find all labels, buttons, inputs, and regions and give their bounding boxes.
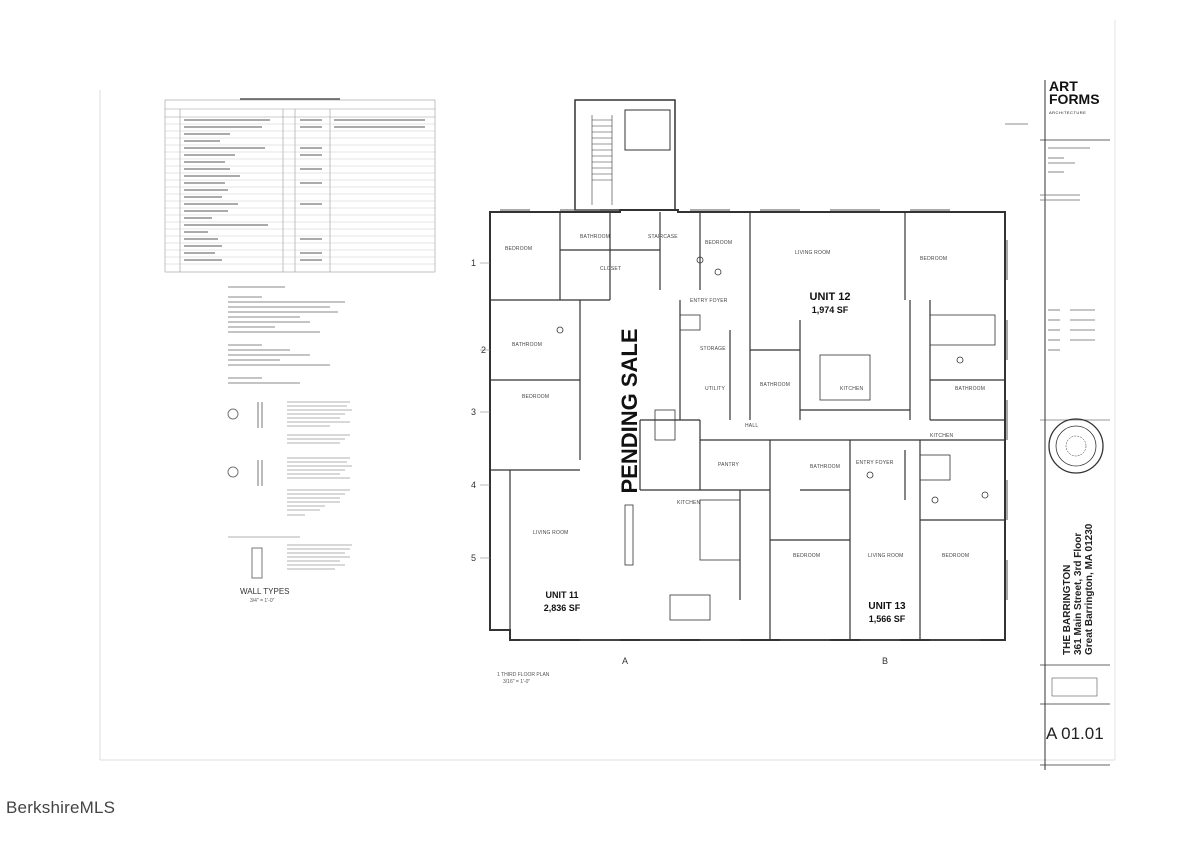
room-label: HALL: [745, 423, 759, 429]
room-label: BEDROOM: [522, 394, 550, 400]
grid-row-label: 1: [471, 258, 477, 268]
room-label: BEDROOM: [920, 256, 948, 262]
unit-13-label: UNIT 13 1,566 SF: [857, 600, 917, 626]
door-schedule-table: [164, 98, 436, 273]
plan-scale: 3/16" = 1'-0": [503, 679, 531, 685]
title-block-frame: [1040, 80, 1110, 770]
mls-watermark: BerkshireMLS: [6, 798, 116, 817]
room-label: ENTRY FOYER: [690, 298, 728, 304]
grid-row-label: 5: [471, 553, 477, 563]
room-label: KITCHEN: [677, 500, 701, 506]
room-label: LIVING ROOM: [795, 250, 831, 256]
room-label: UTILITY: [705, 386, 726, 392]
room-label: BEDROOM: [793, 553, 821, 559]
room-label: BATHROOM: [810, 464, 841, 470]
grid-row-label: 4: [471, 480, 477, 490]
room-label: STORAGE: [700, 346, 726, 352]
room-label: BATHROOM: [512, 342, 543, 348]
unit-11-label: UNIT 11 2,836 SF: [532, 589, 592, 615]
unit-name: UNIT 13: [868, 601, 906, 612]
room-label: BEDROOM: [942, 553, 970, 559]
project-title-block: THE BARRINGTON 361 Main Street, 3rd Floo…: [1062, 523, 1095, 655]
window-marks: [500, 209, 1008, 641]
room-label: KITCHEN: [840, 386, 864, 392]
grid-col-label: A: [622, 656, 629, 666]
room-label: PANTRY: [718, 462, 740, 468]
unit-12-label: UNIT 12 1,974 SF: [800, 291, 860, 317]
grid-row-label: 3: [471, 407, 477, 417]
room-label: CLOSET: [600, 266, 622, 272]
room-label: BEDROOM: [505, 246, 533, 252]
room-label: LIVING ROOM: [533, 530, 569, 536]
grid-col-label: B: [882, 656, 889, 666]
wall-type-details: [227, 402, 263, 579]
room-label: BEDROOM: [705, 240, 733, 246]
firm-subtitle: ARCHITECTURE: [1049, 110, 1087, 115]
building-walls: [489, 99, 1006, 641]
room-label: LIVING ROOM: [868, 553, 904, 559]
room-label: BATHROOM: [955, 386, 986, 392]
wall-types-scale: 3/4" = 1'-0": [250, 598, 275, 604]
room-label: ENTRY FOYER: [856, 460, 894, 466]
room-label: STAIRCASE: [648, 234, 678, 240]
room-label: BATHROOM: [760, 382, 791, 388]
project-address: 361 Main Street, 3rd Floor: [1073, 532, 1084, 655]
wall-types-title: WALL TYPES: [240, 587, 290, 596]
firm-name-line2: FORMS: [1049, 91, 1100, 107]
room-label: KITCHEN: [930, 433, 954, 439]
sheet-number: A 01.01: [1046, 724, 1104, 743]
unit-area: 1,974 SF: [811, 305, 849, 315]
unit-name: UNIT 12: [809, 291, 851, 303]
room-label: BATHROOM: [580, 234, 611, 240]
unit-name: UNIT 11: [545, 590, 579, 600]
unit-area: 2,836 SF: [543, 603, 581, 613]
door-type-notes: [228, 286, 345, 384]
project-name: THE BARRINGTON: [1062, 564, 1073, 655]
grid-row-label: 2: [481, 345, 487, 355]
plan-title: 1 THIRD FLOOR PLAN: [497, 672, 550, 678]
unit-area: 1,566 SF: [868, 614, 906, 624]
project-city: Great Barrington, MA 01230: [1084, 523, 1095, 655]
firm-name-line1: ART: [1049, 78, 1078, 94]
pending-sale-stamp: PENDING SALE: [617, 328, 642, 494]
firm-logo: ART FORMS ARCHITECTURE: [1049, 78, 1100, 119]
